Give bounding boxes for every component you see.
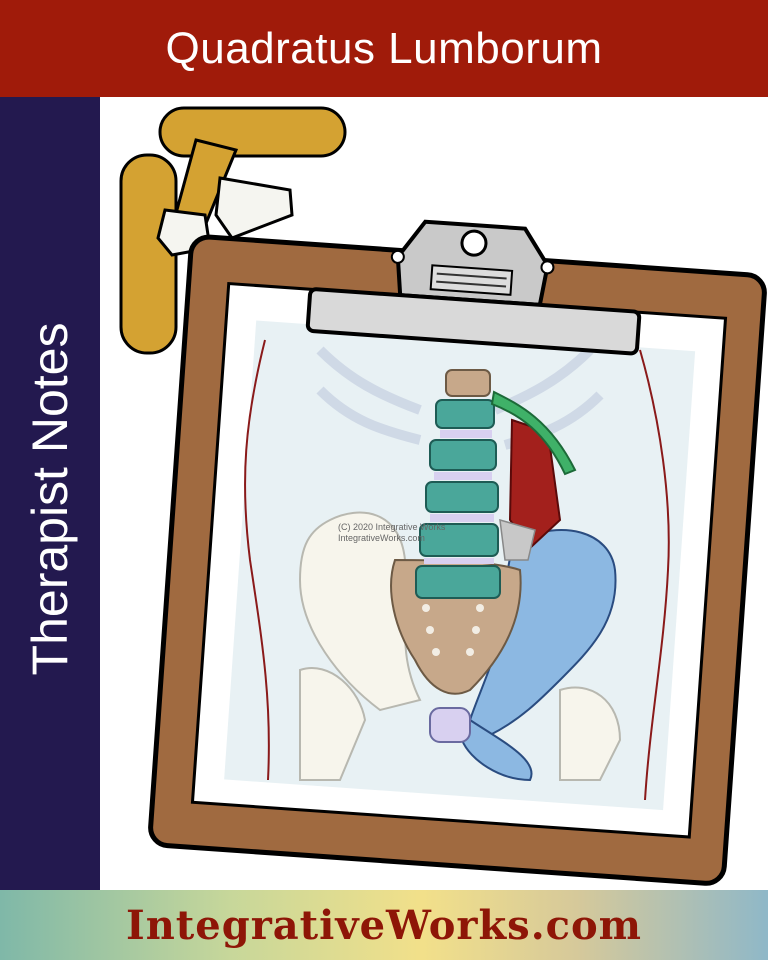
side-bar: Therapist Notes: [0, 97, 100, 902]
footer-band: IntegrativeWorks.com: [0, 890, 768, 960]
site-name: IntegrativeWorks.com: [126, 901, 642, 949]
watermark-line-1: (C) 2020 Integrative Works: [338, 522, 446, 532]
watermark-line-2: IntegrativeWorks.com: [338, 533, 425, 543]
clipboard-clip: [305, 219, 642, 356]
anatomy-drawing: (C) 2020 Integrative Works IntegrativeWo…: [244, 339, 670, 801]
page-title: Quadratus Lumborum: [165, 23, 603, 73]
title-banner: Quadratus Lumborum: [0, 0, 768, 97]
side-label: Therapist Notes: [22, 322, 78, 676]
